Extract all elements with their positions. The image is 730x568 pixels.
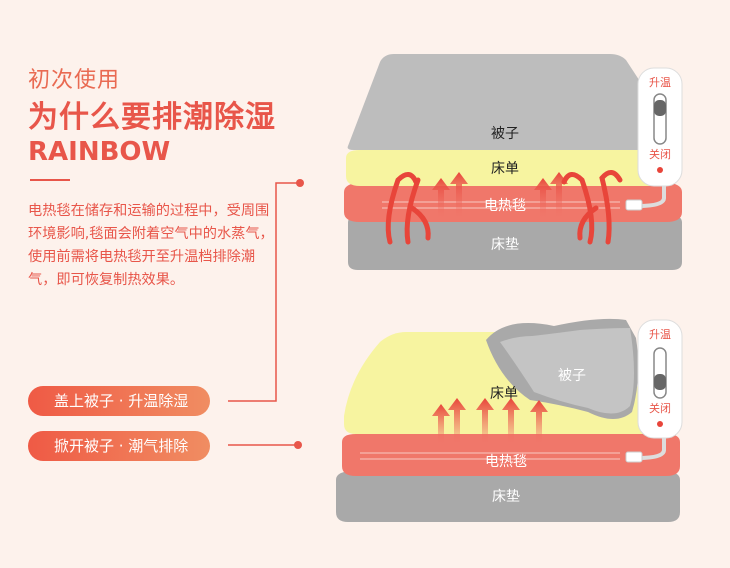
section-subtitle: 初次使用 [28,68,121,93]
arrow-curl-icon [385,170,623,245]
sheet-label: 床单 [490,386,518,402]
mattress-label: 床垫 [491,237,519,253]
power-led-icon [657,167,663,173]
connector-dot [294,441,302,449]
quilt-label: 被子 [558,368,586,384]
sheet-label: 床单 [491,161,519,177]
blanket-label: 电热毯 [485,454,527,470]
title-underline [30,179,70,181]
quilt-label: 被子 [491,126,519,142]
mattress-label: 床垫 [492,489,520,505]
controller-up-label: 升温 [649,328,671,341]
step-pill-cover: 盖上被子 · 升温除湿 [28,386,211,416]
step-pill-uncover: 掀开被子 · 潮气排除 [28,431,211,461]
blanket-layer [342,434,680,476]
step-label: 掀开被子 · 潮气排除 [54,437,189,455]
quilt-layer [347,54,675,150]
step-label: 盖上被子 · 升温除湿 [54,392,189,410]
connector-line-top [228,182,300,402]
connector-dot [296,179,304,187]
controller-off-label: 关闭 [649,401,671,415]
blanket-label: 电热毯 [484,198,526,214]
switch-icon [653,347,667,399]
brand-name: RAINBOW [28,137,171,167]
section-title: 为什么要排潮除湿 [28,100,276,135]
description-text: 电热毯在储存和运输的过程中，受周围环境影响,毯面会附着空气中的水蒸气，使用前需将… [28,203,274,288]
diagram-bottom: 被子 床单 电热毯 床垫 升温 关闭 [336,318,683,522]
controller-up-label: 升温 [649,76,671,89]
diagram-top: 被子 床单 电热毯 床垫 升温 关闭 [344,54,683,270]
mattress-layer [348,215,682,270]
arrow-up-icon [432,398,548,444]
controller-off-label: 关闭 [649,147,671,161]
mattress-layer [336,472,680,522]
power-led-icon [657,421,663,427]
